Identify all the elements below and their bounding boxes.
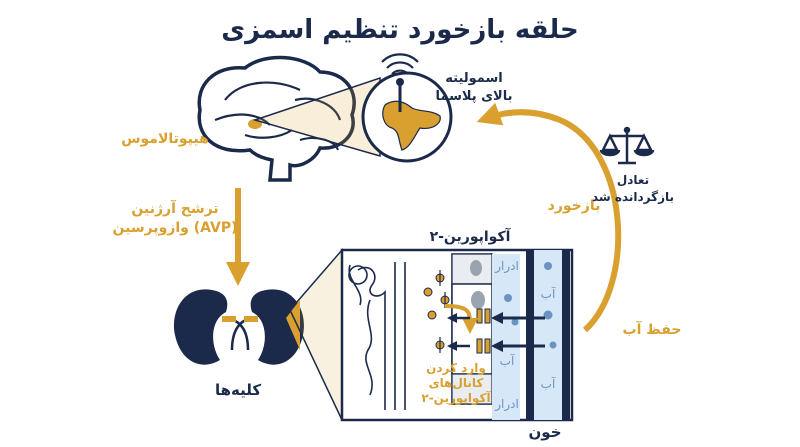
avp-label-line1: ترشح آرژنین <box>131 199 218 217</box>
feedback-arrow <box>476 102 622 333</box>
water-label-blood-top: آب <box>541 286 556 301</box>
insert-label-line2: کانال‌های <box>429 376 484 390</box>
blood-label: خون <box>528 423 561 441</box>
signal-icon <box>381 53 419 75</box>
water-retention-label: حفظ آب <box>623 320 682 338</box>
balance-label-line2: بازگردانده شد <box>592 190 674 204</box>
nephron-panel <box>340 248 574 422</box>
hypothalamus-label: هیپوتالاموس <box>121 131 209 147</box>
kidneys-label: کلیه‌ها <box>215 381 261 399</box>
scale-icon <box>599 126 655 165</box>
osmoreceptor-circle <box>361 71 453 163</box>
feedback-label: بازخورد <box>548 198 601 214</box>
brain-icon <box>197 55 356 182</box>
aquaporin-label: آکواپورین-۲ <box>430 227 512 245</box>
balance-label-line1: تعادل <box>617 173 649 187</box>
diagram-title: حلقه بازخورد تنظیم اسمزی <box>221 15 578 45</box>
osmolality-label-line2: بالای پلاسما <box>435 89 512 104</box>
water-label-urine: آب <box>500 353 515 368</box>
urine-label-top: ادرار <box>494 259 519 274</box>
urine-label-bottom: ادرار <box>494 397 519 412</box>
water-label-blood-bottom: آب <box>541 376 556 391</box>
osmolality-label-line1: اسمولیته <box>445 71 502 86</box>
insert-label-line3: آکواپورین-۲ <box>421 390 491 406</box>
kidney-icon <box>174 289 304 365</box>
insert-label-line1: وارد کردن <box>426 361 486 376</box>
avp-label-line2: وازوپرسین (AVP) <box>113 220 238 236</box>
